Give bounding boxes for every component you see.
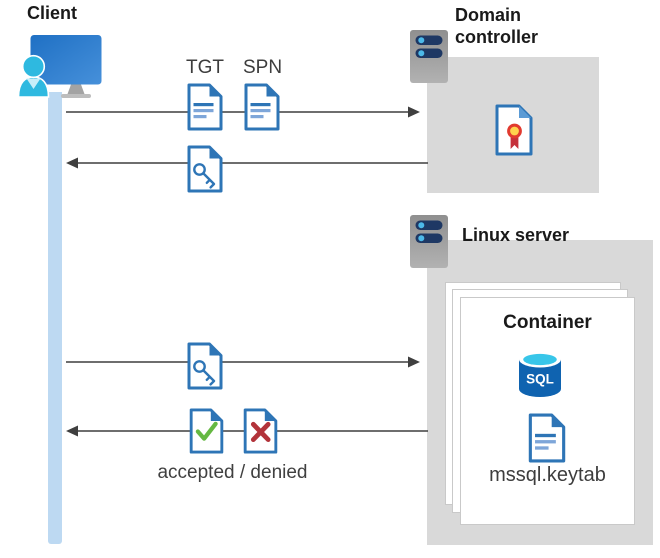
monitor-icon [30,35,102,98]
linux-server-label: Linux server [462,225,570,245]
check-icon [195,421,218,441]
client-icon [17,35,102,98]
arrow-client-to-domain-controller [66,106,420,118]
denied-document-icon [243,408,278,454]
linux-server-icon [410,215,448,268]
spn-document-icon [244,83,280,131]
client-timeline-bar [48,92,62,544]
accepted-denied-label: accepted / denied [157,462,308,483]
certificate-icon [495,104,533,156]
arrow-domain-controller-to-client [66,157,428,169]
tgt-document-icon [187,83,223,131]
arrow-client-to-linux-server [66,356,420,368]
accepted-document-icon [189,408,224,454]
tgt-label: TGT [186,57,224,78]
keytab-document-icon [528,413,566,463]
ticket-key-document-icon-2 [187,342,223,390]
client-label: Client [27,3,78,23]
sql-database-icon: SQL [519,351,561,397]
x-icon [250,421,271,443]
ribbon-seal-icon [507,123,522,149]
domain-controller-label: Domain controller [455,5,539,47]
keytab-label: mssql.keytab [489,464,606,486]
spn-label: SPN [243,57,283,78]
domain-controller-server-icon [410,30,448,83]
person-icon [17,54,50,98]
container-label: Container [503,312,592,333]
container-card [460,297,635,525]
ticket-key-document-icon [187,145,223,193]
sql-label: SQL [526,372,554,387]
